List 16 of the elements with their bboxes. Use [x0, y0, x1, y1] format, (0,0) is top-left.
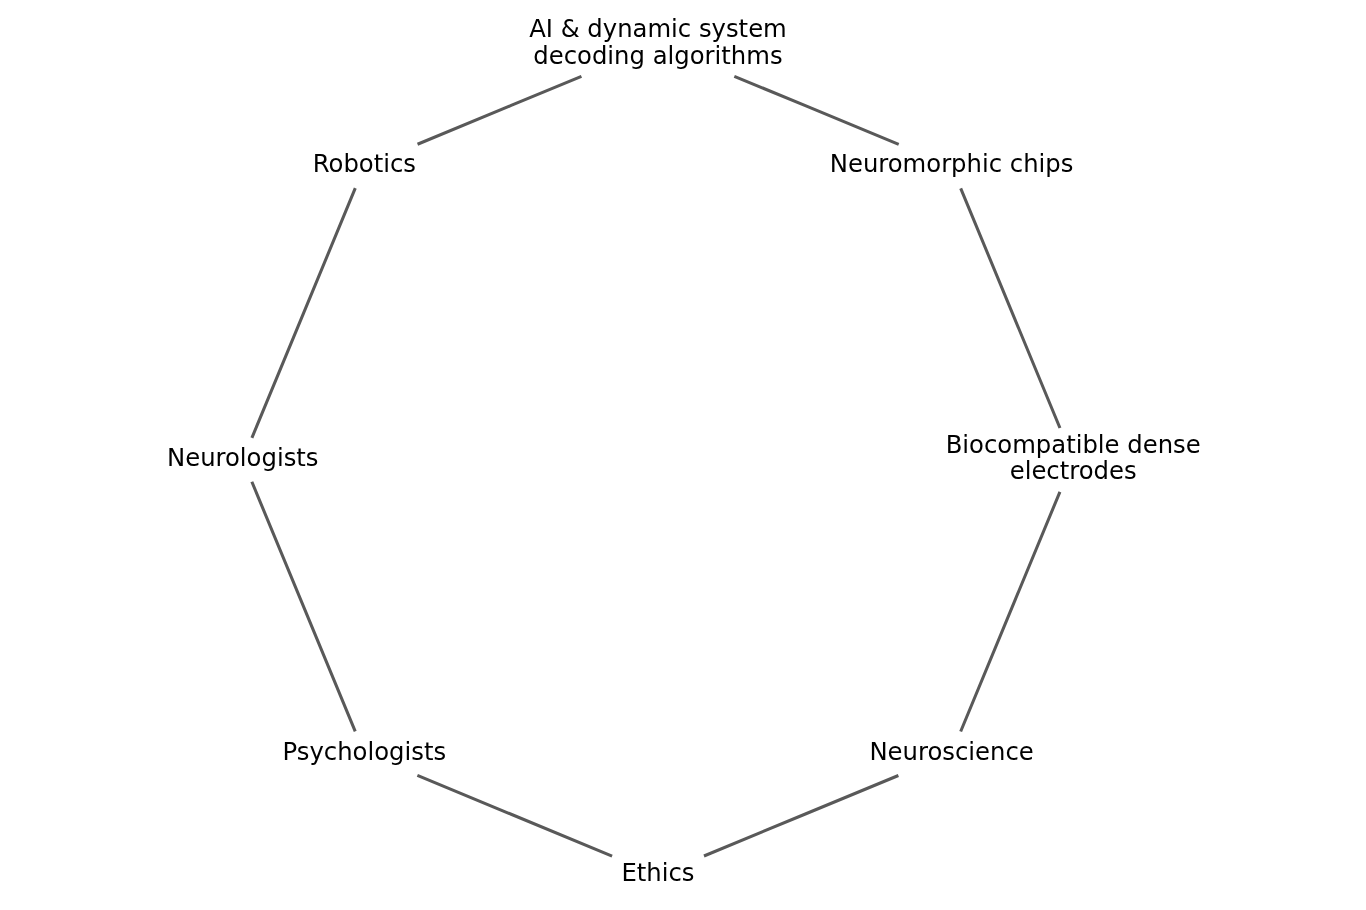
node-text: Neuromorphic chips [829, 149, 1073, 179]
connector [249, 481, 357, 732]
node-text: Neurologists [166, 442, 318, 472]
connector [416, 74, 582, 146]
node-text: Psychologists [282, 736, 446, 766]
connector [702, 774, 899, 858]
node-text: Ethics [620, 858, 694, 888]
node-text: Neuroscience [868, 736, 1034, 766]
node-text: AI & dynamic system decoding algorithms [528, 14, 787, 71]
connector [958, 491, 1061, 733]
node-text: Biocompatible dense electrodes [945, 429, 1201, 486]
connector [416, 774, 613, 858]
connector [733, 74, 899, 146]
connector [958, 187, 1061, 429]
connector [250, 187, 357, 439]
node-text: Robotics [312, 149, 416, 179]
